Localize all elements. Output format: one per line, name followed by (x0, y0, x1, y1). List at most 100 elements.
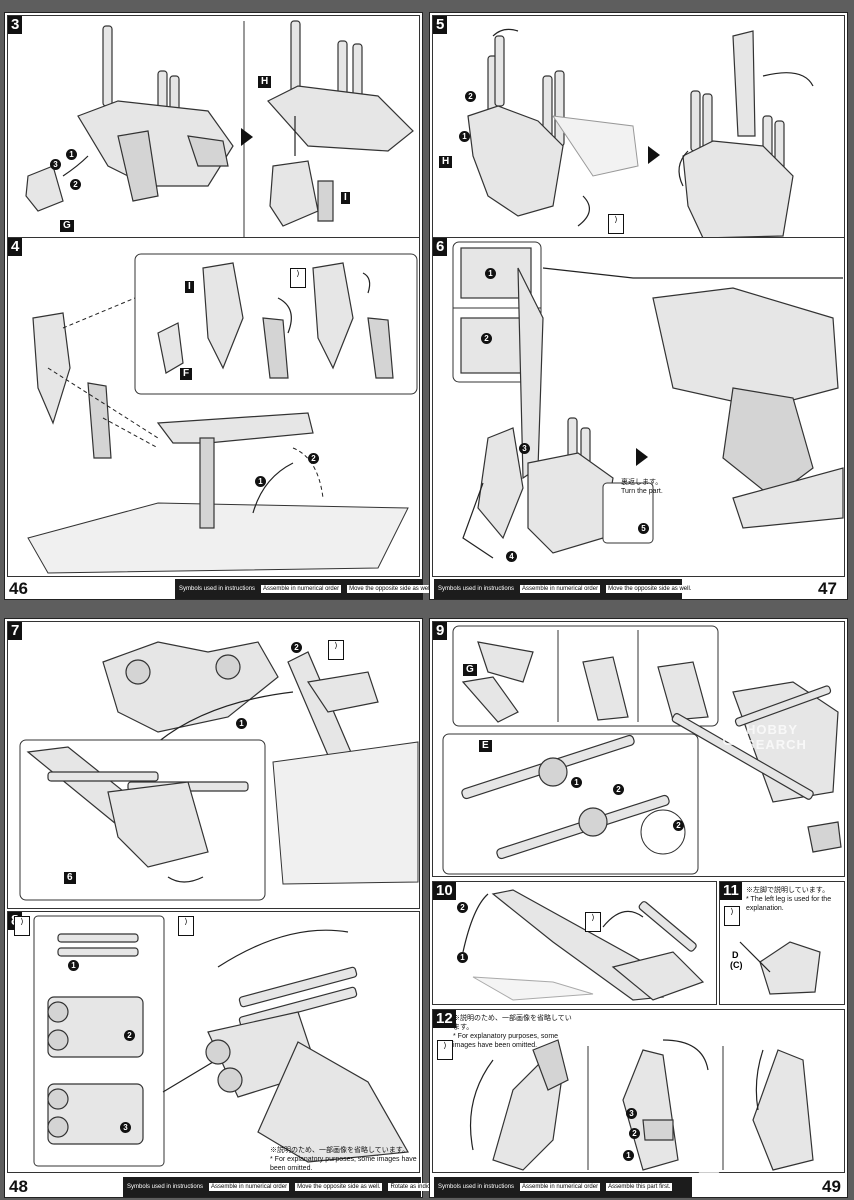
step-number: 6 (433, 238, 448, 256)
legend-title: Symbols used in instructions (179, 586, 256, 592)
legend-numerical: Assemble in numerical order (209, 1183, 290, 1191)
hobby-search-logo-icon (723, 729, 743, 745)
callout-1: 1 (623, 1150, 634, 1161)
part-label-h: H (439, 156, 453, 168)
step-9-panel: 9 G E 1 2 2 HOBBY SEARCH (432, 621, 845, 877)
callout-1: 1 (485, 268, 496, 279)
omit-note: ※説明のため、一部画像を省略しています。 * For explanatory p… (453, 1014, 573, 1050)
step-number: 7 (8, 622, 23, 640)
legend-opposite: Move the opposite side as well. (347, 585, 435, 593)
legend-opposite: Move the opposite side as well. (295, 1183, 383, 1191)
part-label-g: G (463, 664, 477, 676)
page-number: 47 (818, 579, 837, 598)
callout-2: 2 (124, 1030, 135, 1041)
hobby-search-logo-icon (698, 1171, 720, 1187)
proceed-arrow (241, 128, 253, 146)
part-label-i: I (185, 281, 194, 293)
legend-rotate: Rotate as indicated. (388, 1183, 446, 1191)
callout-1: 1 (457, 952, 468, 963)
step-3-panel: 3 G H I 1 2 3 (7, 15, 420, 241)
part-label-6: 6 (64, 872, 76, 884)
callout-3: 3 (50, 159, 61, 170)
legend-numerical: Assemble in numerical order (261, 585, 342, 593)
step-11-panel: 11 ※左脚で説明しています。 * The left leg is used f… (719, 881, 845, 1005)
step-7-panel: 7 6 ⟩ 1 2 (7, 621, 420, 909)
page-number: 49 (822, 1177, 841, 1196)
omit-note: ※説明のため、一部画像を省略しています。 * For explanatory p… (270, 1146, 420, 1173)
turn-note: 裏返します。 Turn the part. (621, 478, 671, 496)
opposite-side-icon: ⟩ (14, 916, 30, 936)
part-label-d: D (732, 950, 739, 960)
opposite-side-icon-2: ⟩ (178, 916, 194, 936)
step-10-illustration (462, 889, 705, 1001)
legend-numerical: Assemble in numerical order (520, 585, 601, 593)
step-number: 11 (720, 882, 742, 900)
step-8-illustration (33, 915, 409, 1167)
opposite-side-icon: ⟩ (437, 1040, 453, 1060)
manual-page-47: 5 H ⟩ 1 2 6 (429, 12, 848, 600)
watermark-text: HOBBY SEARCH (746, 722, 807, 752)
step-number: 3 (8, 16, 23, 34)
callout-3: 3 (519, 443, 530, 454)
manual-page-49: 9 G E 1 2 2 HOBBY SEARCH (429, 618, 848, 1198)
step-number: 12 (433, 1010, 456, 1028)
legend-opposite: Move the opposite side as well. (606, 585, 694, 593)
callout-2: 2 (481, 333, 492, 344)
manual-page-48: 7 6 ⟩ 1 2 8 (4, 618, 446, 1198)
legend-numerical: Assemble in numerical order (520, 1183, 601, 1191)
step-3-illustration (25, 20, 414, 238)
part-label-i: I (341, 192, 350, 204)
opposite-side-icon: ⟩ (585, 912, 601, 932)
turn-note-en: Turn the part. (621, 488, 663, 495)
symbols-legend: Symbols used in instructions Assemble in… (175, 579, 435, 599)
callout-2b: 2 (673, 820, 684, 831)
page-number: 46 (9, 579, 28, 598)
proceed-arrow (636, 448, 648, 466)
callout-1: 1 (255, 476, 266, 487)
callout-1: 1 (459, 131, 470, 142)
step-12-illustration (470, 1039, 814, 1171)
callout-2: 2 (308, 453, 319, 464)
hobby-search-watermark-bottom: HOBBY SEARCH (698, 1171, 841, 1187)
proceed-arrow (648, 146, 660, 164)
page-number: 48 (9, 1177, 28, 1196)
callout-2: 2 (629, 1128, 640, 1139)
callout-2: 2 (457, 902, 468, 913)
callout-1: 1 (236, 718, 247, 729)
omit-note-en: * For explanatory purposes, some images … (453, 1033, 559, 1049)
omit-note-jp: ※説明のため、一部画像を省略しています。 (270, 1147, 410, 1154)
part-label-h: H (258, 76, 272, 88)
part-label-f: F (180, 368, 193, 380)
callout-4: 4 (506, 551, 517, 562)
callout-2: 2 (465, 91, 476, 102)
left-leg-note: ※左脚で説明しています。 * The left leg is used for … (746, 886, 842, 913)
part-label-g: G (60, 220, 74, 232)
legend-title: Symbols used in instructions (438, 1184, 515, 1190)
symbols-legend: Symbols used in instructions Assemble in… (434, 579, 694, 599)
opposite-side-icon: ⟩ (290, 268, 306, 288)
symbols-legend: Symbols used in instructions Assemble in… (434, 1177, 692, 1197)
step-number: 5 (433, 16, 448, 34)
watermark-text: HOBBY SEARCH (724, 1171, 842, 1187)
part-label-e: E (479, 740, 492, 752)
step-6-illustration (452, 241, 844, 559)
step-4-illustration (27, 253, 418, 574)
step-8-panel: 8 ⟩ ⟩ 1 2 3 ※説明のため、一部画像を省略 (7, 911, 420, 1173)
callout-1: 1 (571, 777, 582, 788)
step-number: 10 (433, 882, 456, 900)
callout-2: 2 (70, 179, 81, 190)
step-4-panel: 4 I F ⟩ 1 2 (7, 237, 420, 577)
part-label-c: (C) (730, 960, 743, 970)
turn-note-jp: 裏返します。 (621, 479, 663, 486)
hobby-search-watermark: HOBBY SEARCH (723, 722, 844, 752)
callout-3: 3 (120, 1122, 131, 1133)
callout-1: 1 (66, 149, 77, 160)
legend-title: Symbols used in instructions (127, 1184, 204, 1190)
callout-2: 2 (613, 784, 624, 795)
legend-title: Symbols used in instructions (438, 586, 515, 592)
omit-note-en: * For explanatory purposes, some images … (270, 1156, 417, 1172)
left-leg-note-en: * The left leg is used for the explanati… (746, 896, 832, 912)
opposite-side-icon: ⟩ (608, 214, 624, 234)
symbols-legend: Symbols used in instructions Assemble in… (123, 1177, 446, 1197)
step-7-illustration (19, 641, 419, 901)
